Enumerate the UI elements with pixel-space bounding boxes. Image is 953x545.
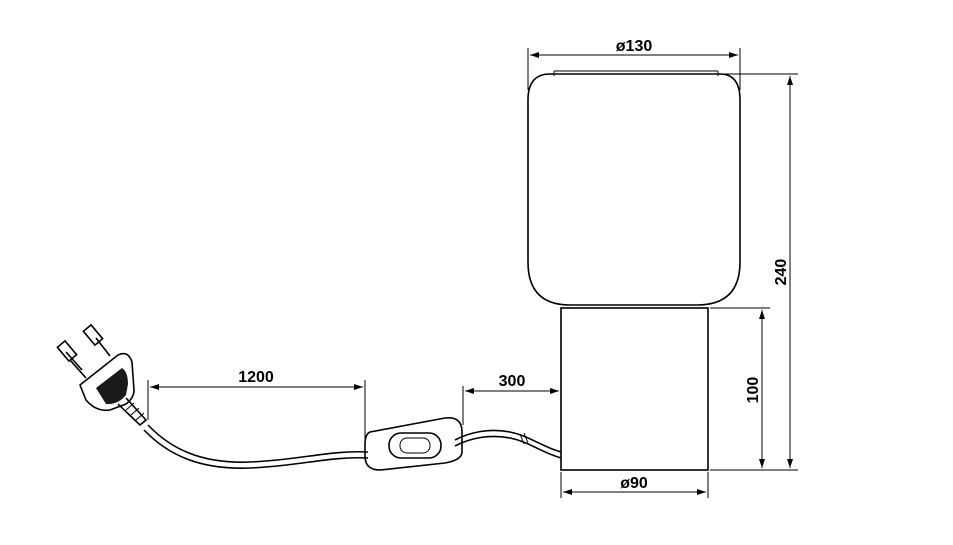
- dimension-cable-1200: 1200: [147, 369, 366, 440]
- dimension-label-total-height: 240: [773, 259, 790, 286]
- dimension-label-base-diameter: ø90: [620, 475, 648, 492]
- dimension-label-cable-1200: 1200: [238, 369, 274, 386]
- dimension-base-height: 100: [710, 307, 770, 468]
- dimension-cable-300: 300: [462, 373, 559, 425]
- dimension-label-shade-diameter: ø130: [616, 38, 653, 55]
- dimension-label-cable-300: 300: [499, 373, 526, 390]
- dimension-base-diameter: ø90: [560, 472, 709, 498]
- lamp-base: [560, 307, 709, 471]
- power-plug: [56, 323, 148, 427]
- inline-switch: [364, 416, 463, 471]
- power-cable: [143, 424, 562, 469]
- lamp-shade: [527, 70, 741, 306]
- dimension-shade-diameter: ø130: [527, 38, 741, 90]
- dimension-label-base-height: 100: [745, 377, 762, 404]
- dimension-total-height: 240: [710, 73, 798, 471]
